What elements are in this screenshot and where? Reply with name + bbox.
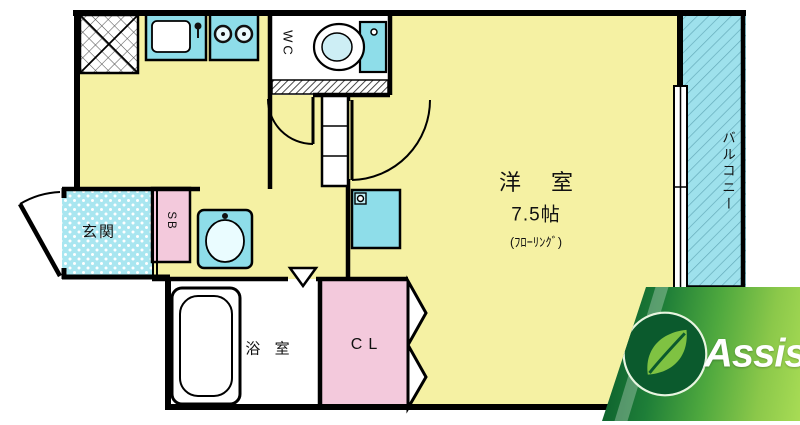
main-room-size: 7.5帖	[511, 204, 561, 226]
outside-cutout	[55, 277, 168, 417]
closet-label: CL	[350, 336, 384, 353]
toilet-icon	[312, 20, 388, 74]
balcony-window	[673, 85, 688, 289]
sliding-door-panel	[320, 94, 350, 188]
closet-floor	[320, 279, 408, 410]
leaf-icon	[622, 311, 708, 397]
logo-brand-text: Assist	[704, 331, 800, 376]
kitchen-sink-icon	[144, 12, 208, 62]
entrance-label: 玄関	[81, 223, 117, 241]
closet-folding-door	[406, 275, 428, 414]
stove-icon	[208, 12, 260, 62]
balcony-floor	[680, 10, 746, 290]
main-room-door-swing	[350, 99, 431, 181]
balcony-label: バルコニー	[720, 130, 735, 214]
doors	[18, 85, 688, 414]
washing-machine-pan-icon	[350, 188, 402, 250]
main-room-label: 洋 室	[498, 170, 586, 195]
assist-logo: Assist	[602, 287, 800, 421]
entrance-door-swing	[18, 191, 62, 278]
entrance-tile-floor	[62, 188, 153, 277]
wc-label: WC	[280, 30, 296, 58]
washbasin-icon	[196, 208, 254, 270]
wc-counter-strip	[271, 79, 389, 95]
shoebox-label: SB	[165, 211, 177, 231]
bathtub-icon	[170, 286, 242, 406]
bathroom-door	[287, 266, 319, 289]
kitchen-fixtures	[78, 12, 260, 75]
floor-fills	[55, 10, 746, 417]
bathroom-label: 浴 室	[245, 340, 295, 358]
wc-door-swing	[267, 97, 315, 145]
main-room-floor-note: (ﾌﾛｰﾘﾝｸﾞ)	[509, 235, 563, 250]
